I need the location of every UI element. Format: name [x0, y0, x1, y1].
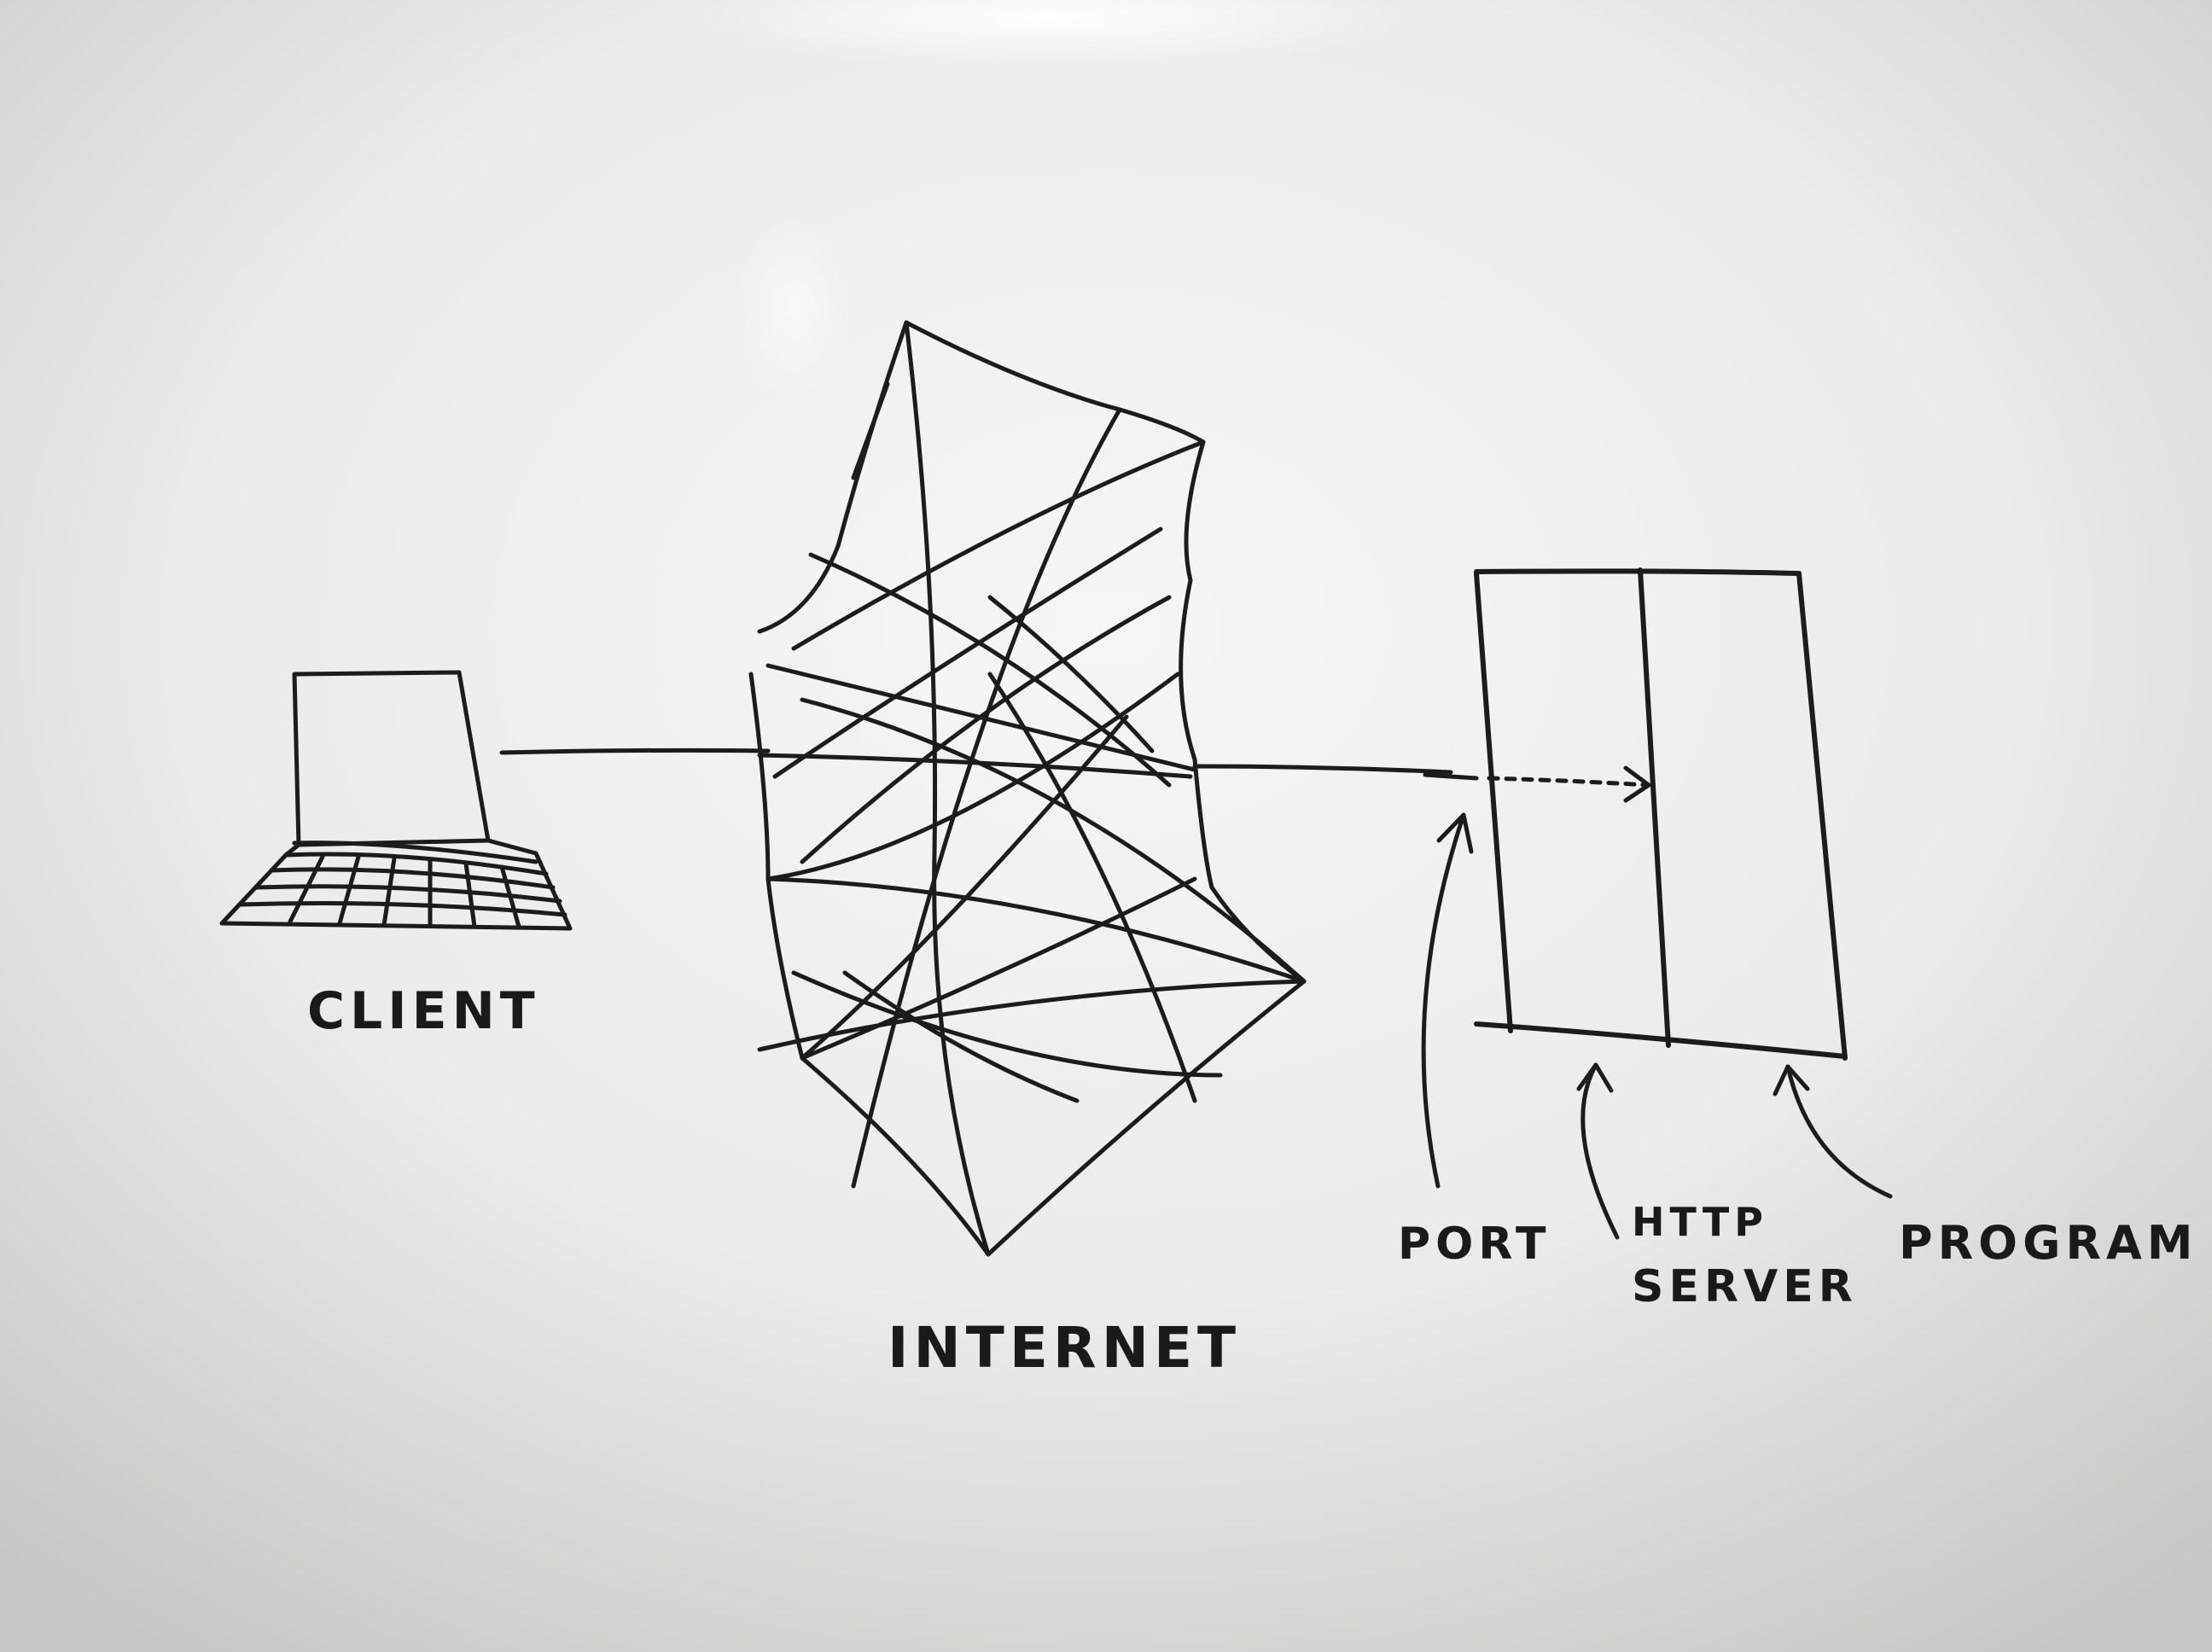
light-reflection	[734, 213, 853, 401]
port-to-server-arrow	[1423, 765, 1651, 803]
http-server-pointer-arrow	[1576, 1062, 1620, 1240]
light-glare	[691, 0, 1408, 68]
port-label: PORT	[1398, 1219, 1551, 1270]
internet-port-connection	[1192, 764, 1453, 775]
internet-label: INTERNET	[888, 1315, 1241, 1381]
internet-mesh	[748, 320, 1307, 1257]
server-box	[1474, 567, 1848, 1061]
program-pointer-arrow	[1773, 1064, 1893, 1199]
laptop-icon	[219, 670, 573, 931]
program-label: PROGRAM	[1899, 1216, 2198, 1270]
client-label: CLIENT	[307, 981, 540, 1041]
client-internet-connection	[499, 747, 771, 755]
port-pointer-arrow	[1421, 812, 1474, 1189]
http-server-label-line1: HTTP	[1632, 1199, 1768, 1245]
http-server-label-line2: SERVER	[1632, 1261, 1858, 1312]
